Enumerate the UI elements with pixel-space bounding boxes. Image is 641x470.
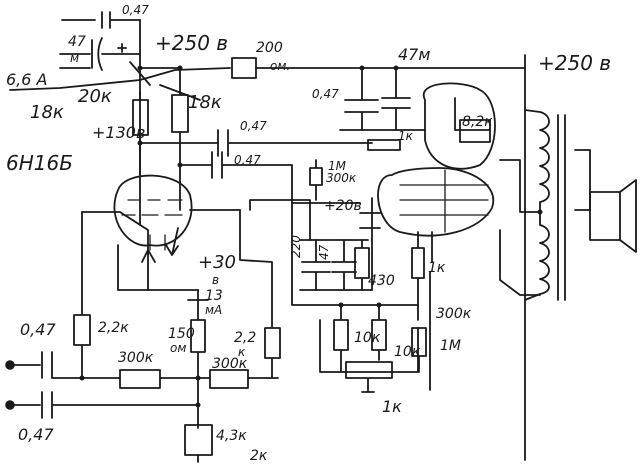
label-cap-47m-unit: м [70,51,79,65]
label-cap-220: 220 [289,235,303,258]
label-current-13: 13 [205,288,223,304]
label-cap-top: 0,47 [122,3,149,17]
label-cap-47: 47 [317,244,331,260]
label-supply-left: +250 в [155,31,228,55]
label-res-200: 200 [256,40,283,56]
label-res-2k: 2к [250,448,268,464]
label-res-22-right: 2,2 [234,330,256,346]
label-res-22-unit: к [238,345,246,359]
label-pot-1k: 1к [382,397,402,416]
label-cap-047-top: 0,47 [312,87,339,101]
label-res-150: 150 [168,326,195,342]
label-cap-047-bottom: 0,47 [18,425,54,444]
input-network [5,211,279,419]
label-res-10k-b: 10к [394,344,421,360]
cathode-caps [299,239,373,291]
label-voltage-30-unit: в [212,273,219,287]
label-cap-047-b: 0,47 [234,153,261,167]
label-voltage-20: +20в [324,198,362,214]
label-res-300k-b: 300к [212,356,248,372]
label-res-10k-a: 10к [354,330,381,346]
cathode-network [184,289,213,463]
label-res-43k: 4,3к [216,428,247,444]
label-res-1m-right: 1М [440,338,461,354]
labels: 0,47 47 м +250 в 200 ом. 47м +250 в 6,6 … [6,3,611,464]
label-res-20k: 20к [78,86,112,107]
label-supply-right: +250 в [538,51,611,75]
label-tube-type: 6Н16Б [6,151,73,175]
output-transformer [499,109,637,301]
label-res-18k-left: 18к [30,102,64,123]
grid-resistor-300k [309,159,323,201]
label-res-150-unit: ом [170,341,186,355]
label-res-200-unit: ом. [270,59,290,73]
label-res-300k-grid: 300к [326,171,357,185]
decoupling-caps [339,65,426,131]
label-heater: 6,6 А [6,70,47,89]
label-res-18k-right: 18к [188,92,222,113]
label-res-82k: 8,2к [462,114,493,130]
label-cap-047-a: 0,47 [240,119,267,133]
triode-6n16b [81,174,241,291]
label-res-300k-right: 300к [436,306,472,322]
label-res-1m: 1М [328,159,347,173]
label-voltage-30: +30 [198,252,236,273]
label-cap-047-in: 0,47 [20,320,56,339]
feedback-resistor [239,209,281,379]
label-current-unit: мА [205,303,222,317]
label-cap-47m: 47 [68,34,86,50]
label-res-22k: 2,2к [98,320,129,336]
label-res-430: 430 [368,273,395,289]
anode-resistors [129,61,201,226]
label-res-1k-mid: 1к [428,260,446,276]
coupling-caps [137,129,373,204]
supply-filter [9,11,526,461]
label-cap-47m-right: 47м [398,45,430,64]
label-voltage-130: +130в [92,123,145,142]
label-res-1k-top: 1к [398,129,414,143]
label-res-300k-a: 300к [118,350,154,366]
balance-network [319,231,433,393]
output-stage [249,82,496,321]
